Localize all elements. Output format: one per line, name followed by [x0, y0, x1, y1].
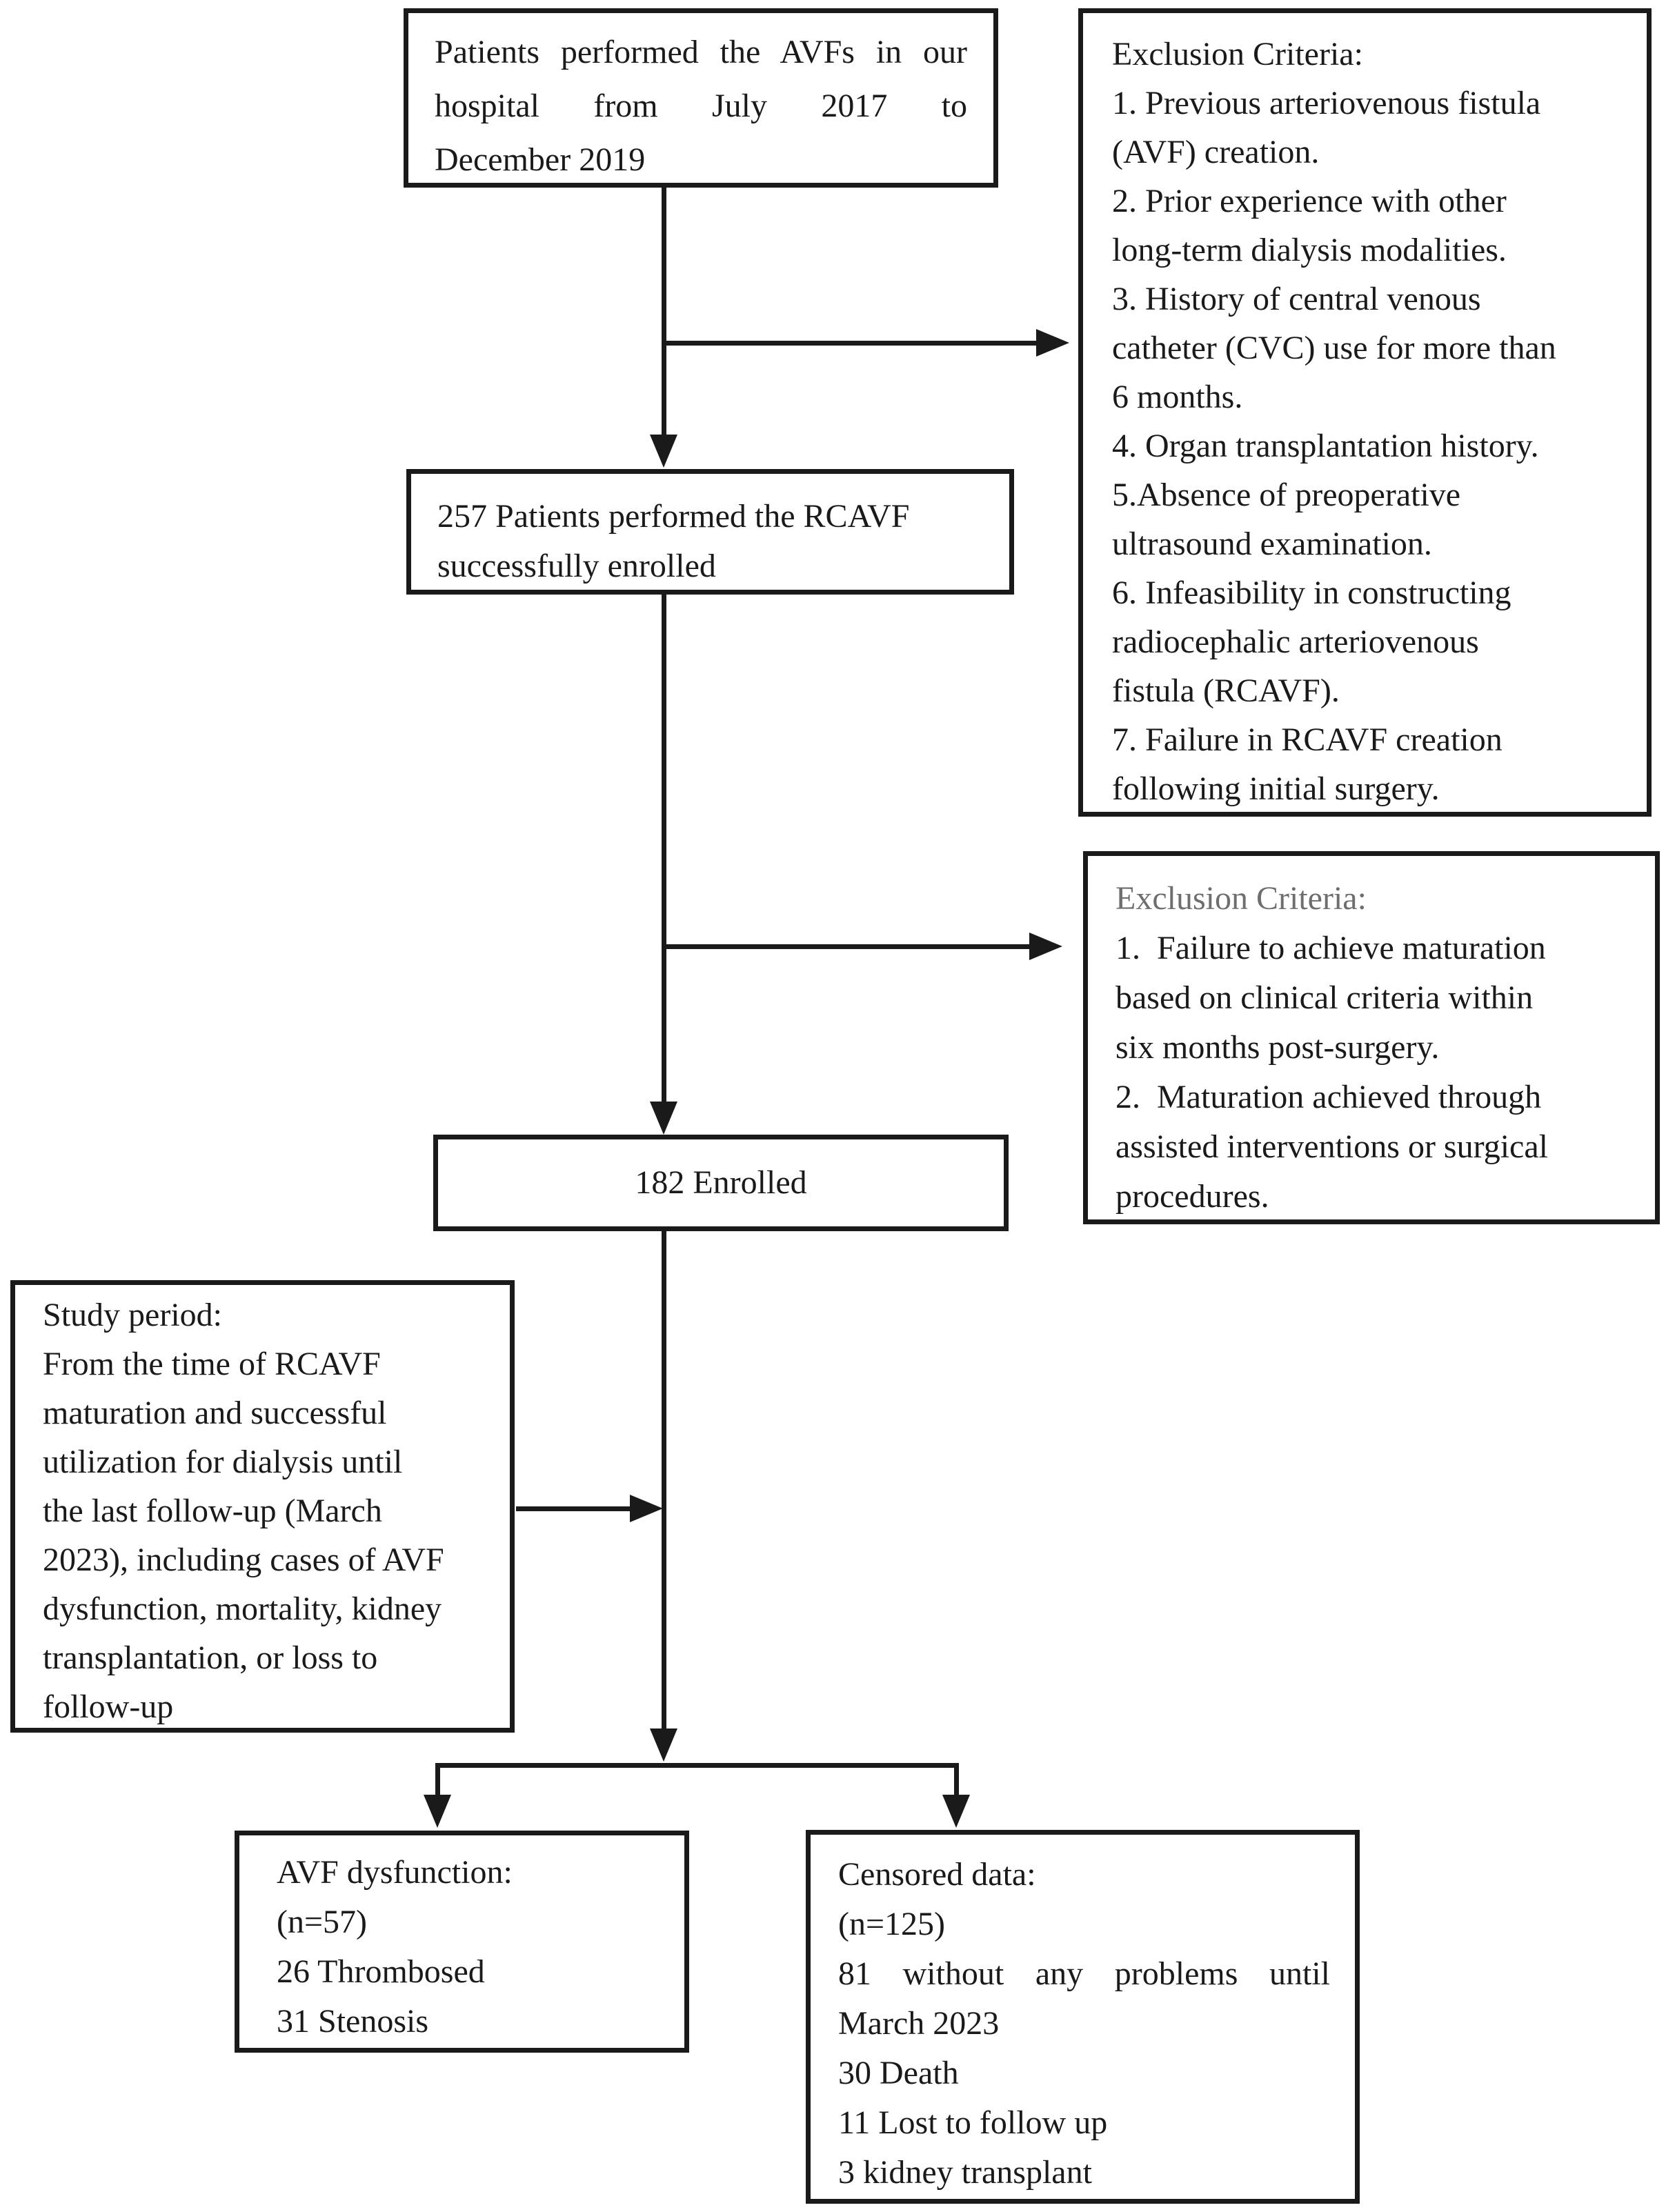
- text-line: 2. Prior experience with other: [1112, 183, 1507, 219]
- box-exclusion-criteria-2: Exclusion Criteria: 1. Failure to achiev…: [1083, 851, 1660, 1224]
- text-line: 7. Failure in RCAVF creation: [1112, 721, 1503, 758]
- text-line: 3. History of central venous: [1112, 281, 1481, 317]
- text-line: Censored data:: [838, 1856, 1036, 1893]
- text-line: assisted interventions or surgical: [1115, 1128, 1548, 1165]
- text-line: the last follow-up (March: [43, 1493, 382, 1529]
- text-line: procedures.: [1115, 1178, 1269, 1215]
- box-182-enrolled: 182 Enrolled: [433, 1135, 1009, 1231]
- enrolled-count-label: 182 Enrolled: [635, 1164, 807, 1201]
- text-line: 5.Absence of preoperative: [1112, 477, 1461, 513]
- text-line: 2023), including cases of AVF: [43, 1542, 444, 1578]
- text-line: catheter (CVC) use for more than: [1112, 330, 1556, 366]
- text-line: 30 Death: [838, 2055, 959, 2091]
- box-censored-data: Censored data: (n=125) 81 without any pr…: [806, 1830, 1360, 2204]
- text-line: (n=125): [838, 1906, 946, 1942]
- exclusion-header: Exclusion Criteria:: [1115, 880, 1367, 917]
- text-line: 6 months.: [1112, 379, 1243, 415]
- text-line: 1. Failure to achieve maturation: [1115, 930, 1546, 966]
- text-line: utilization for dialysis until: [43, 1444, 403, 1480]
- arrowhead-down-icon: [424, 1795, 451, 1828]
- text-line: Study period:: [43, 1297, 222, 1333]
- text-line: hospital from July 2017 to: [435, 88, 967, 124]
- text-line: maturation and successful: [43, 1395, 387, 1431]
- arrowhead-right-icon: [1029, 933, 1062, 960]
- connector-top-to-257: [662, 188, 666, 435]
- text-line: six months post-surgery.: [1115, 1029, 1440, 1066]
- connector-branch-exclusion-1: [664, 341, 1036, 346]
- text-line: ultrasound examination.: [1112, 526, 1432, 562]
- text-line: 1. Previous arteriovenous fistula: [1112, 85, 1541, 121]
- text-line: 4. Organ transplantation history.: [1112, 428, 1539, 464]
- connector-split-to-avf-dysfunction: [435, 1763, 440, 1797]
- arrowhead-down-icon: [942, 1795, 970, 1828]
- arrowhead-down-icon: [650, 435, 677, 468]
- text-line: following initial surgery.: [1112, 770, 1440, 807]
- text-line: based on clinical criteria within: [1115, 979, 1534, 1016]
- text-line: 31 Stenosis: [277, 2003, 429, 2040]
- text-line: follow-up: [43, 1688, 174, 1725]
- text-line: 2. Maturation achieved through: [1115, 1079, 1542, 1115]
- arrowhead-right-icon: [630, 1495, 663, 1522]
- text-line: transplantation, or loss to: [43, 1640, 378, 1676]
- text-line: Patients performed the AVFs in our: [435, 34, 967, 70]
- text-line: (n=57): [277, 1904, 368, 1940]
- exclusion-header: Exclusion Criteria:: [1112, 36, 1363, 72]
- connector-split-bar: [435, 1763, 959, 1768]
- text-line: successfully enrolled: [437, 548, 716, 584]
- box-257-rcavf-enrolled: 257 Patients performed the RCAVF success…: [406, 469, 1014, 595]
- box-avf-dysfunction: AVF dysfunction: (n=57) 26 Thrombosed 31…: [235, 1831, 689, 2053]
- arrowhead-right-icon: [1036, 329, 1069, 357]
- text-line: (AVF) creation.: [1112, 134, 1320, 170]
- text-line: December 2019: [435, 141, 646, 178]
- arrowhead-down-icon: [650, 1102, 677, 1135]
- text-line: 6. Infeasibility in constructing: [1112, 575, 1511, 611]
- text-line: 81 without any problems until: [838, 1955, 1330, 1992]
- box-exclusion-criteria-1: Exclusion Criteria: 1. Previous arteriov…: [1078, 8, 1652, 817]
- box-patients-avf-period: Patients performed the AVFs in our hospi…: [404, 8, 998, 188]
- text-line: 26 Thrombosed: [277, 1953, 485, 1990]
- connector-study-period: [516, 1506, 630, 1511]
- text-line: fistula (RCAVF).: [1112, 672, 1340, 709]
- text-line: 11 Lost to follow up: [838, 2104, 1108, 2141]
- text-line: radiocephalic arteriovenous: [1112, 624, 1479, 660]
- box-study-period: Study period: From the time of RCAVF mat…: [10, 1280, 515, 1733]
- connector-182-to-split: [662, 1230, 666, 1731]
- connector-branch-exclusion-2: [664, 944, 1029, 949]
- text-line: 257 Patients performed the RCAVF: [437, 498, 910, 535]
- text-line: March 2023: [838, 2005, 1000, 2042]
- arrowhead-down-icon: [650, 1728, 677, 1762]
- text-line: From the time of RCAVF: [43, 1346, 381, 1382]
- connector-257-to-182: [662, 594, 666, 1104]
- text-line: AVF dysfunction:: [277, 1854, 513, 1891]
- text-line: 3 kidney transplant: [838, 2154, 1092, 2191]
- text-line: dysfunction, mortality, kidney: [43, 1591, 442, 1627]
- text-line: long-term dialysis modalities.: [1112, 232, 1507, 268]
- connector-split-to-censored: [954, 1763, 959, 1797]
